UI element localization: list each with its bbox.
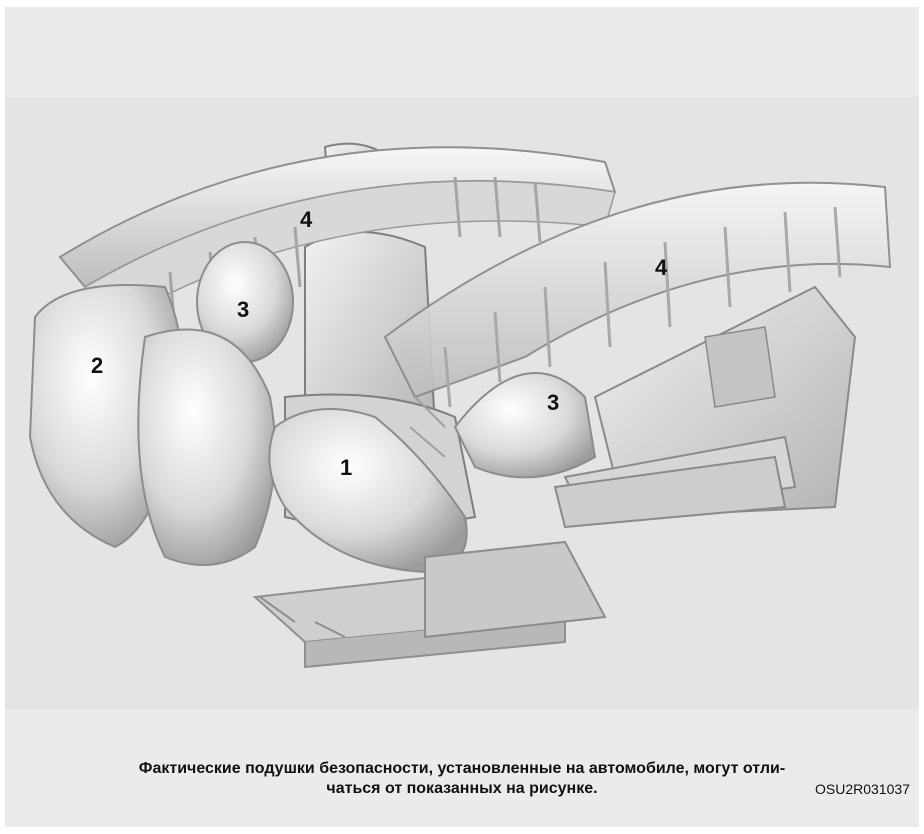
- callout-curtain-rear: 4: [655, 257, 667, 279]
- callout-front-side-airbag: 3: [237, 299, 249, 321]
- image-code: OSU2R031037: [815, 781, 910, 797]
- callout-driver-airbag: 1: [340, 457, 352, 479]
- caption-line-2: чаться от показанных на рисунке.: [5, 779, 919, 799]
- seat-track: [425, 542, 605, 637]
- airbag-diagram-svg: [5, 97, 919, 709]
- callout-curtain-front: 4: [300, 209, 312, 231]
- caption-line-1: Фактические подушки безопасности, устано…: [5, 759, 919, 779]
- callout-passenger-airbag: 2: [91, 355, 103, 377]
- callout-rear-side-airbag: 3: [547, 392, 559, 414]
- rear-side-airbag: [455, 373, 595, 477]
- figure-caption: Фактические подушки безопасности, устано…: [5, 759, 919, 799]
- airbag-illustration: 4 4 3 2 3 1: [5, 97, 919, 709]
- rear-seat: [555, 287, 855, 527]
- figure-frame: 4 4 3 2 3 1 Фактические подушки безопасн…: [5, 7, 919, 827]
